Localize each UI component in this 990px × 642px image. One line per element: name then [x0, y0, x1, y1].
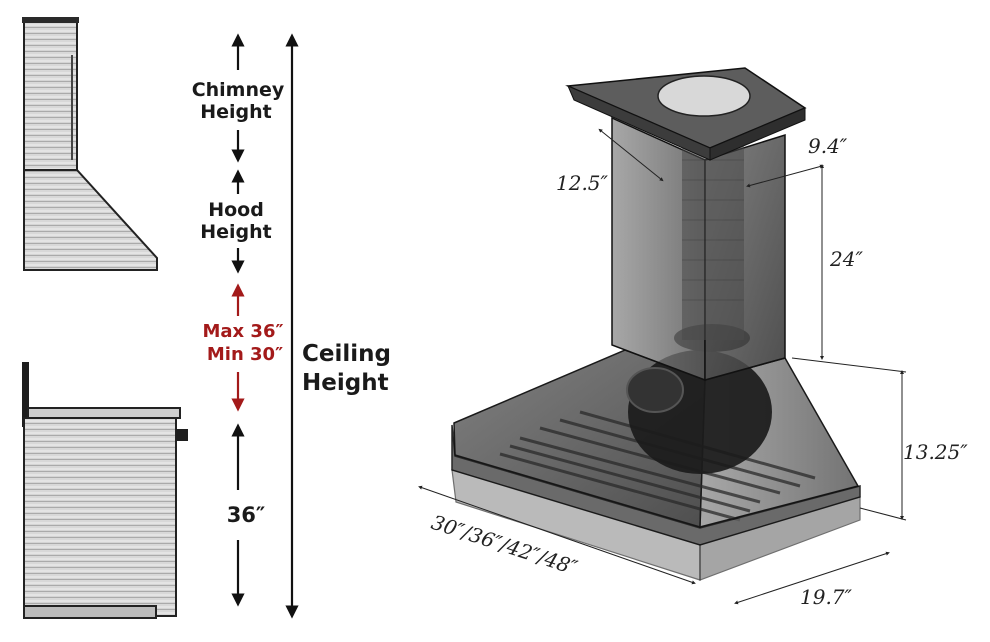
counter-height-label: 36″ [227, 503, 266, 527]
hood-3d-illustration [451, 67, 861, 581]
side-hood-body [23, 169, 158, 271]
side-elevation [22, 17, 188, 619]
hood-height-label-2: Height [200, 221, 272, 243]
side-range-body [23, 417, 177, 617]
ceiling-height-label-1: Ceiling [302, 341, 391, 367]
hood-depth-label: 19.7″ [800, 585, 853, 609]
depth-dim-line [598, 128, 664, 182]
side-dimension-arrows [231, 33, 299, 619]
duct-opening [657, 75, 751, 117]
chimney-height-label-2: Height [200, 101, 272, 123]
side-chimney-cap [22, 17, 79, 23]
hood-dimension-lines [418, 128, 907, 605]
hood-height-ext-top [791, 357, 907, 373]
hood-height-ext-bottom [859, 507, 907, 521]
chimney-top-plate-edge-right [709, 107, 806, 161]
duct-mesh [682, 159, 744, 301]
clearance-max-label: Max 36″ [202, 321, 283, 342]
chimney-height-label: 24″ [829, 247, 863, 271]
blower-housing [626, 367, 684, 413]
clearance-min-label: Min 30″ [207, 344, 283, 365]
side-range-top [27, 407, 181, 419]
hood-depth-dim-line [734, 551, 890, 605]
chimney-depth-label: 12.5″ [556, 171, 609, 195]
hood-width-dim-line [418, 485, 696, 585]
side-chimney [23, 19, 78, 171]
side-range-plinth [23, 605, 157, 619]
hood-height-label-1: Hood [208, 199, 264, 221]
ceiling-height-label-2: Height [302, 370, 389, 396]
chimney-width-label: 9.4″ [808, 134, 848, 158]
side-range-knob [176, 429, 188, 441]
hood-height-label: 13.25″ [903, 440, 968, 464]
chimney-height-label-1: Chimney [192, 79, 285, 101]
width-dim-line [746, 164, 824, 188]
side-backsplash [22, 362, 29, 427]
